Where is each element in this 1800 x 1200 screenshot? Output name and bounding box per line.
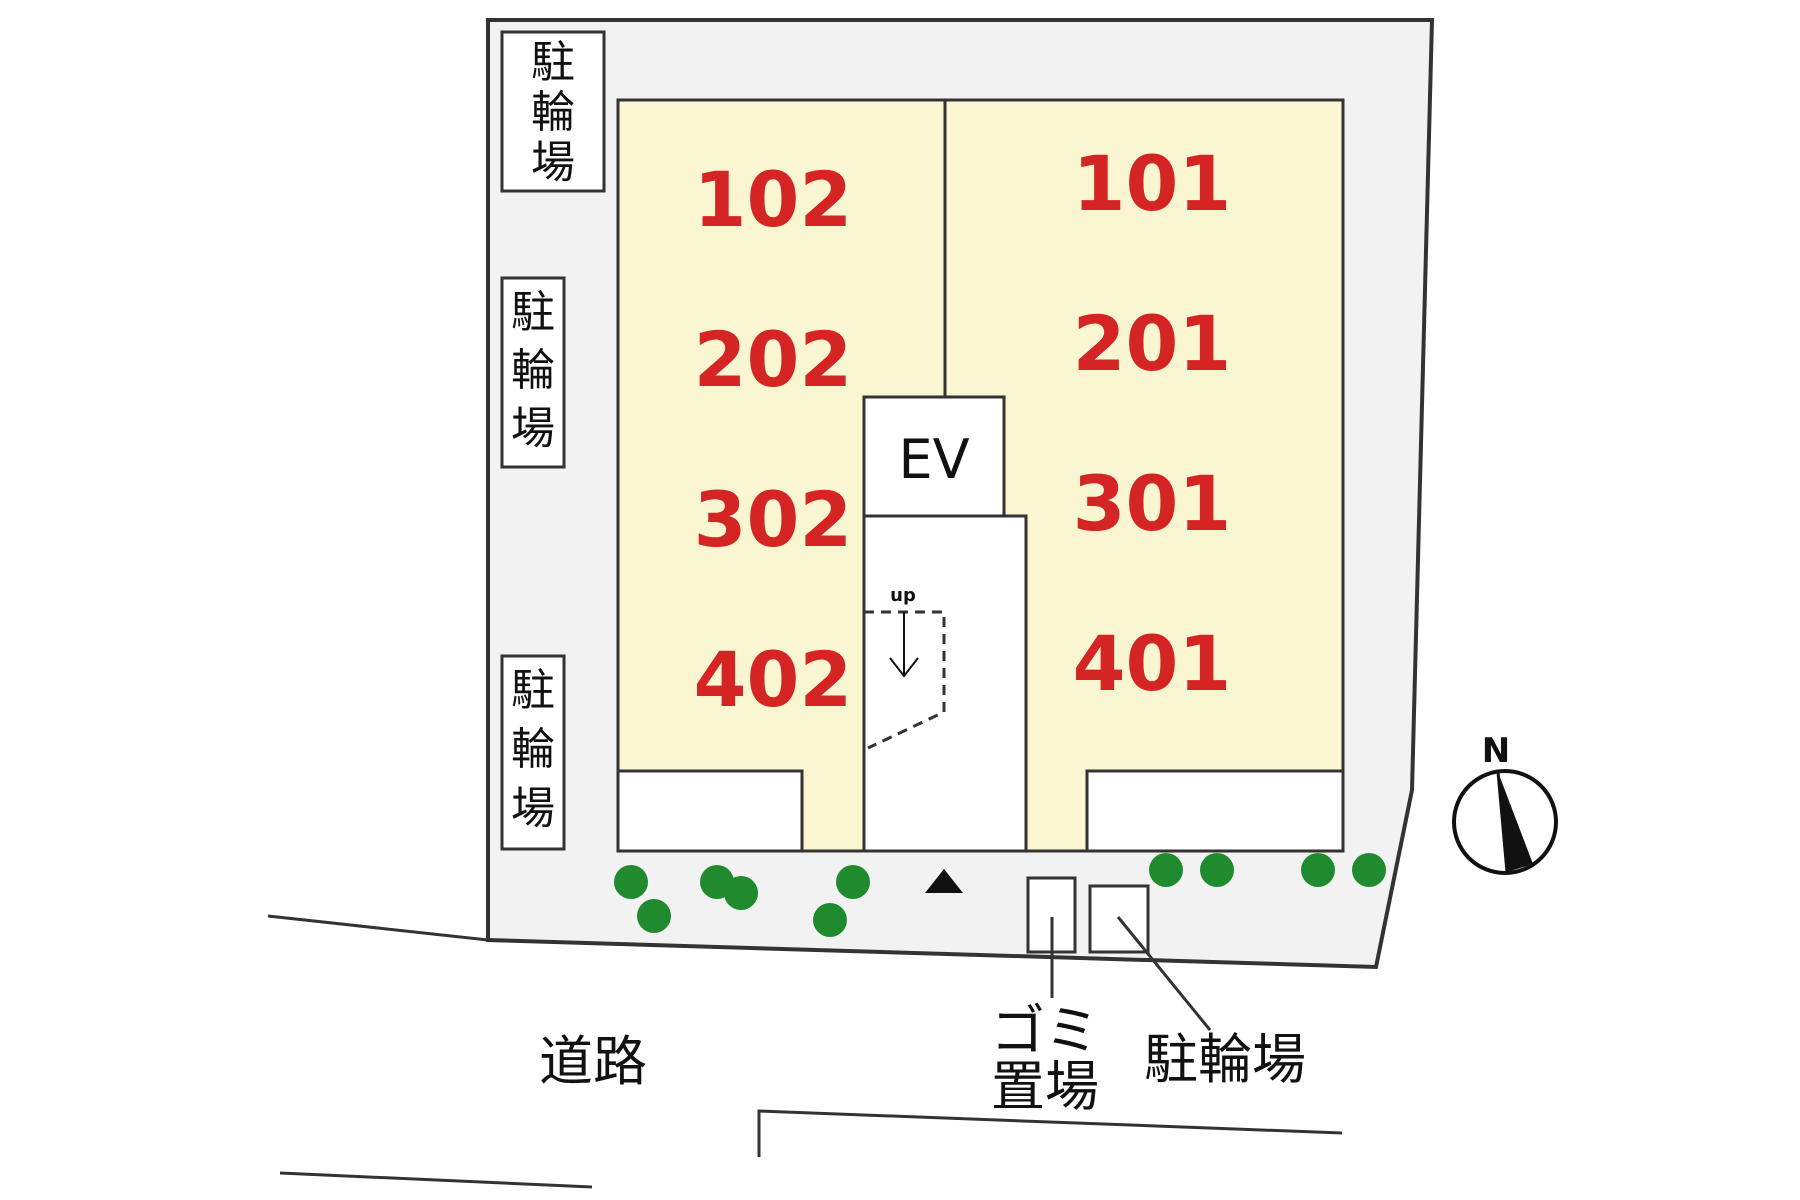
road-edge-upper — [267, 914, 489, 942]
garbage-area-label-line2: 置場 — [991, 1055, 1099, 1118]
notch-west — [616, 769, 804, 853]
svg-text:場: 場 — [511, 783, 555, 834]
tree — [836, 865, 870, 899]
svg-text:駐: 駐 — [511, 665, 555, 716]
bicycle-leader-line — [1116, 916, 1212, 1031]
svg-text:輪: 輪 — [511, 345, 555, 396]
unit-201: 201 — [1073, 299, 1232, 388]
svg-text:駐: 駐 — [531, 37, 575, 88]
tree — [614, 865, 648, 899]
tree — [813, 903, 847, 937]
svg-text:駐: 駐 — [511, 287, 555, 338]
unit-101: 101 — [1073, 139, 1232, 228]
unit-202: 202 — [694, 315, 853, 404]
tree — [724, 876, 758, 910]
tree — [1149, 853, 1183, 887]
notch-east — [1085, 769, 1345, 853]
tree — [1352, 853, 1386, 887]
unit-402: 402 — [694, 635, 853, 724]
svg-text:輪: 輪 — [531, 87, 575, 138]
svg-text:場: 場 — [531, 137, 575, 188]
corridor-core — [862, 514, 1028, 853]
tree — [637, 899, 671, 933]
north-compass-icon: N — [1452, 731, 1558, 875]
road-edge-right — [757, 1109, 1343, 1157]
trees — [614, 853, 1386, 937]
north-label: N — [1482, 731, 1510, 771]
garbage-area-label-line1: ゴミ — [991, 999, 1099, 1062]
stair-arrow-head-icon — [889, 657, 919, 678]
bicycle-parking-middle: 駐 輪 場 — [500, 276, 566, 469]
entrance-marker-icon — [925, 869, 963, 893]
bicycle-parking-bottom: 駐 輪 場 — [500, 654, 566, 851]
svg-text:輪: 輪 — [511, 724, 555, 775]
tree — [1200, 853, 1234, 887]
road-label: 道路 — [539, 1030, 647, 1093]
elevator-box — [862, 395, 1006, 518]
road-edge-lower — [279, 1171, 593, 1189]
elevator-label: EV — [898, 428, 969, 491]
unit-401: 401 — [1073, 619, 1232, 708]
bicycle-parking-top: 駐 輪 場 — [500, 30, 606, 193]
unit-302: 302 — [694, 475, 853, 564]
unit-301: 301 — [1073, 459, 1232, 548]
stair-up-label: up — [890, 585, 916, 606]
svg-text:場: 場 — [511, 403, 555, 454]
unit-102: 102 — [694, 155, 853, 244]
bicycle-parking-label: 駐輪場 — [1144, 1028, 1306, 1091]
tree — [1301, 853, 1335, 887]
